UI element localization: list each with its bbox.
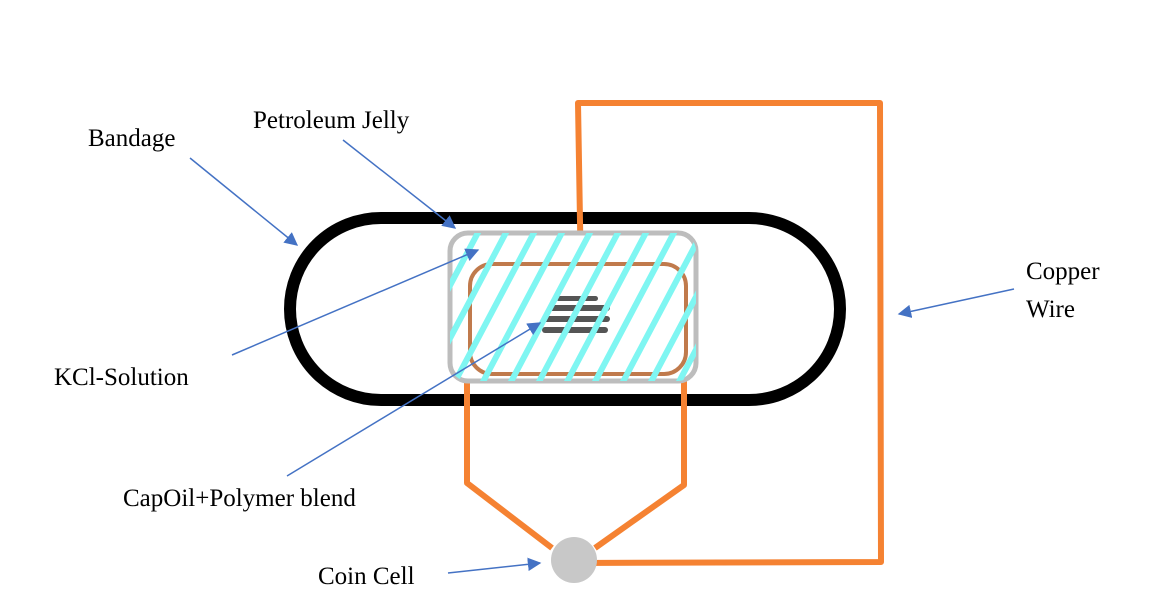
petroleum-jelly-arrow	[342, 139, 457, 229]
copper-wire-arrow	[897, 288, 1015, 319]
bandage-outline	[284, 212, 846, 406]
capoil-arrow	[286, 322, 542, 477]
copper-wire-loop	[574, 100, 884, 566]
coin-cell	[551, 537, 597, 583]
kcl-solution-label: KCl-Solution	[54, 364, 189, 391]
bandage-label: Bandage	[88, 125, 175, 152]
coin-cell-label: Coin Cell	[318, 563, 415, 590]
copper-wire-label-line2: Wire	[1026, 296, 1075, 323]
petroleum-jelly-label: Petroleum Jelly	[253, 107, 410, 134]
capoil-polymer-label: CapOil+Polymer blend	[123, 485, 356, 512]
kcl-solution-arrow	[231, 248, 480, 356]
copper-wire-label-line1: Copper	[1026, 258, 1100, 285]
coin-cell-arrow	[447, 557, 542, 574]
bandage-arrow	[189, 157, 299, 246]
